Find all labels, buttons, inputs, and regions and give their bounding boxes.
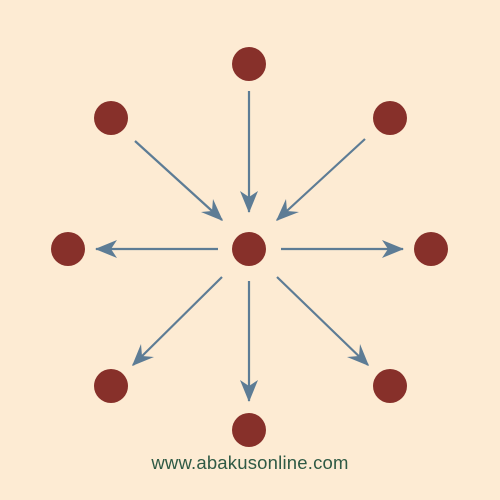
node-right bbox=[414, 232, 448, 266]
node-top-right bbox=[373, 101, 407, 135]
arrow-top-right-to-center bbox=[276, 138, 366, 221]
arrowhead-center-to-bottom-left bbox=[132, 344, 154, 366]
arrow-top-left-to-center bbox=[134, 140, 223, 221]
arrow-center-to-bottom-left bbox=[132, 276, 223, 366]
node-bottom bbox=[232, 413, 266, 447]
node-bottom-left bbox=[94, 369, 128, 403]
arrowhead-top-right-to-center bbox=[276, 199, 299, 221]
website-url: www.abakusonline.com bbox=[151, 452, 349, 473]
node-top bbox=[232, 47, 266, 81]
arrow-center-to-bottom-right bbox=[276, 276, 369, 366]
arrowhead-top-left-to-center bbox=[201, 199, 223, 221]
arrowhead-center-to-bottom bbox=[240, 380, 258, 402]
node-top-left bbox=[94, 101, 128, 135]
arrowhead-center-to-bottom-right bbox=[347, 344, 369, 366]
center-node bbox=[232, 232, 266, 266]
arrowhead-center-to-left bbox=[95, 240, 117, 258]
arrowhead-top-to-center bbox=[240, 191, 258, 213]
node-bottom-right bbox=[373, 369, 407, 403]
node-left bbox=[51, 232, 85, 266]
arrowhead-center-to-right bbox=[382, 240, 404, 258]
